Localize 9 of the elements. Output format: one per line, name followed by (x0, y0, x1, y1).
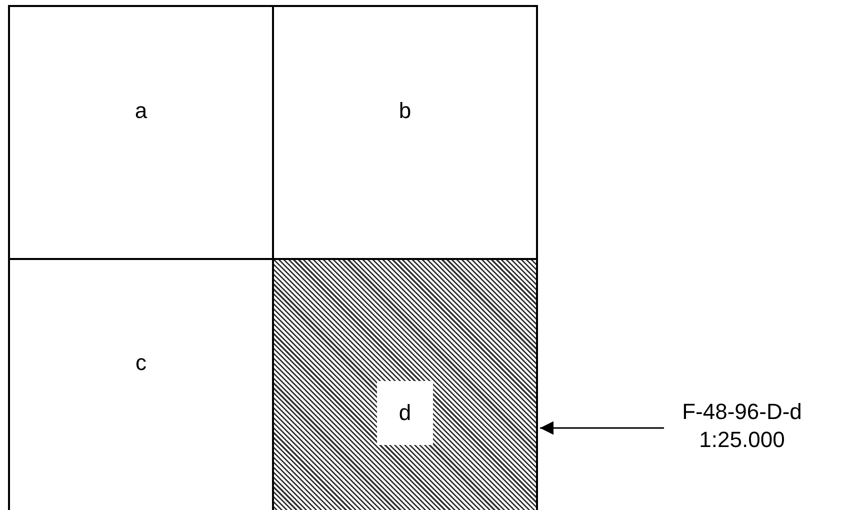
cell-label: b (398, 98, 412, 124)
grid-cell (8, 5, 274, 260)
arrow (540, 421, 664, 435)
cell-label: d (377, 381, 433, 445)
sheet-code: F-48-96-D-d (681, 398, 803, 426)
map-scale: 1:25.000 (698, 426, 786, 454)
cell-label: a (134, 98, 148, 124)
cell-label: c (136, 350, 146, 376)
hatched-cell (272, 258, 538, 510)
